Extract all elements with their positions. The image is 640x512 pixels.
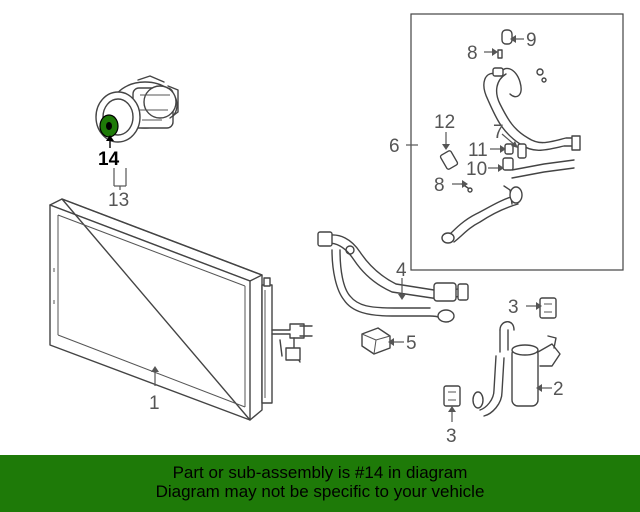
receiver-drier[interactable] [472, 321, 561, 417]
detail-inset-box [410, 13, 624, 271]
callout-3-bottom[interactable]: 3 [446, 426, 457, 447]
callout-10[interactable]: 10 [466, 159, 487, 180]
banner-line-1: Part or sub-assembly is #14 in diagram [172, 463, 468, 482]
parts-diagram: 1 2 3 3 4 5 6 7 8 8 9 10 11 12 13 14 [49, 13, 624, 447]
callout-8-top[interactable]: 8 [467, 43, 478, 64]
callout-5[interactable]: 5 [406, 333, 417, 354]
callout-14[interactable]: 14 [98, 149, 120, 170]
callout-12[interactable]: 12 [434, 112, 455, 133]
hose-assembly[interactable] [317, 231, 469, 323]
callout-11[interactable]: 11 [468, 140, 488, 161]
banner-line-2: Diagram may not be specific to your vehi… [155, 482, 485, 501]
compressor[interactable] [95, 75, 179, 143]
callout-9[interactable]: 9 [526, 30, 537, 51]
callout-3-top[interactable]: 3 [508, 297, 519, 318]
inset-lines[interactable] [439, 29, 581, 244]
callout-4[interactable]: 4 [396, 260, 407, 281]
callout-6[interactable]: 6 [389, 136, 400, 157]
callout-13[interactable]: 13 [108, 190, 129, 211]
leader-lines [106, 35, 552, 422]
bracket-bottom[interactable] [443, 385, 461, 407]
callout-7[interactable]: 7 [493, 122, 504, 143]
condenser[interactable] [49, 198, 313, 421]
callout-1[interactable]: 1 [149, 393, 160, 414]
hose-clip[interactable] [361, 327, 391, 355]
callout-2[interactable]: 2 [553, 379, 564, 400]
info-banner: Part or sub-assembly is #14 in diagram D… [0, 455, 640, 512]
bracket-top[interactable] [539, 297, 557, 319]
callout-8-bottom[interactable]: 8 [434, 175, 445, 196]
